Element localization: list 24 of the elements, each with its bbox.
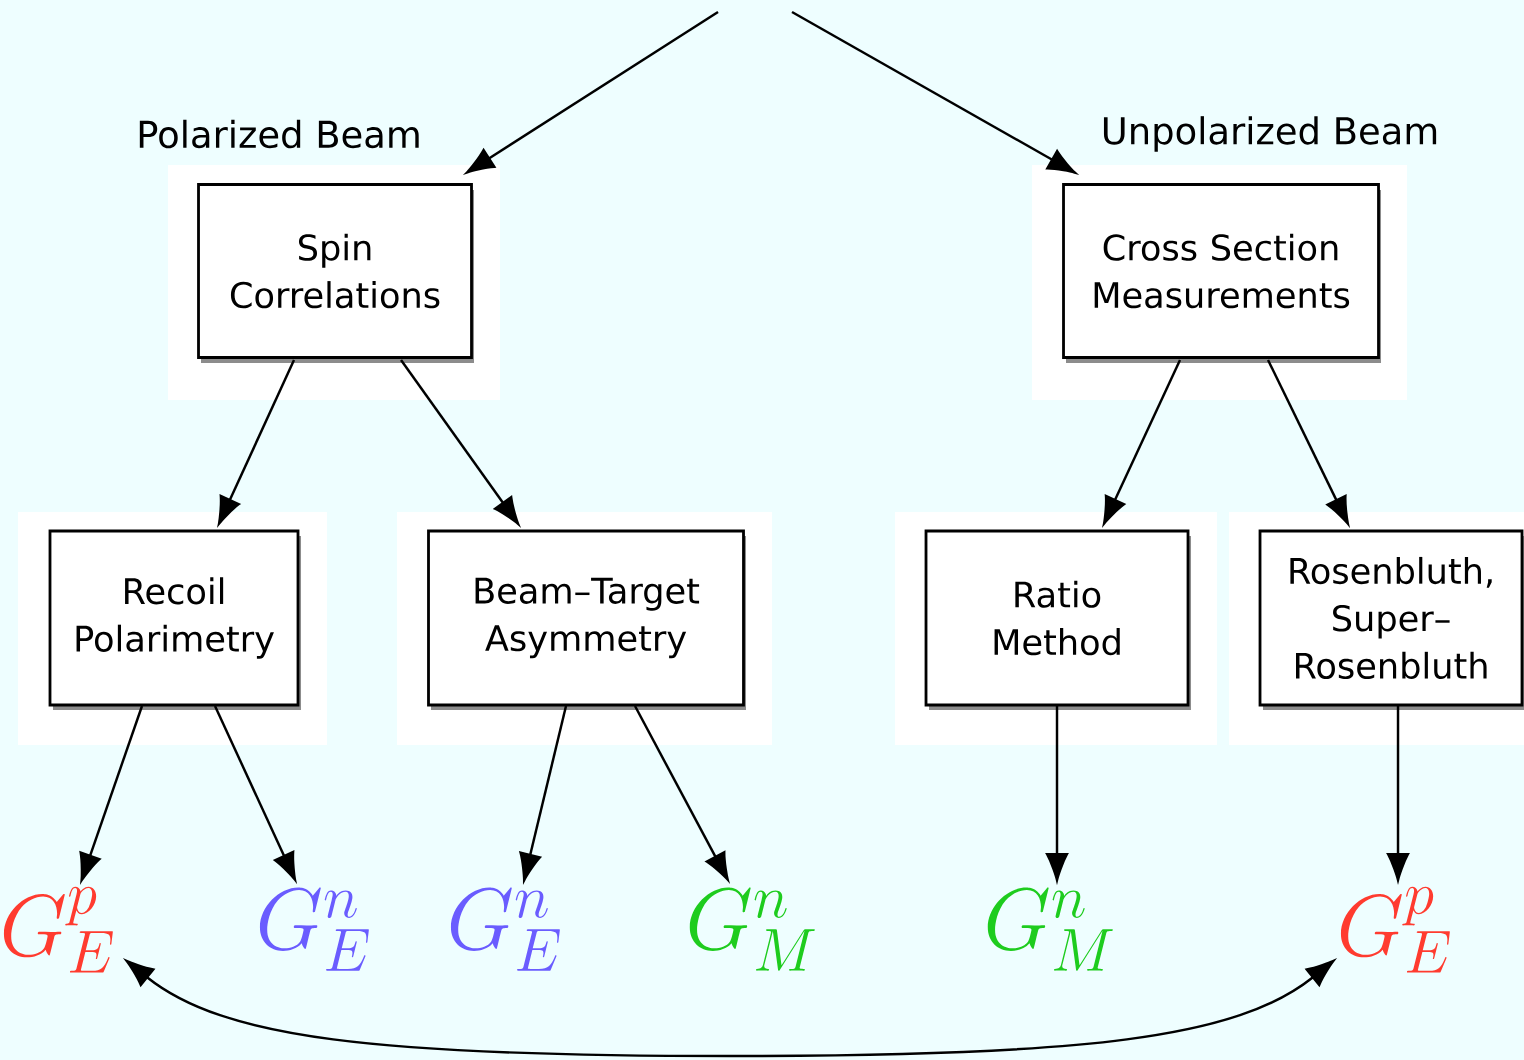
process-box: Cross Section Measurements [1032, 165, 1407, 400]
process-box: Rosenbluth, Super–Rosenbluth [1229, 512, 1524, 745]
arrow [1266, 359, 1349, 525]
formula-label: $G_E^p$ [3, 886, 113, 973]
formula-label: $G_M^n$ [689, 887, 815, 971]
arrow [79, 705, 144, 882]
process-box: Recoil Polarimetry [18, 512, 327, 745]
process-box: Ratio Method [895, 512, 1217, 745]
process-box: Spin Correlations [168, 165, 500, 400]
arrow [1386, 706, 1410, 882]
arrow [1045, 706, 1069, 882]
formula-label: $G_M^n$ [987, 887, 1113, 971]
arrow [400, 359, 520, 526]
arrow [217, 359, 296, 525]
arrow [213, 705, 297, 881]
heading-text: Polarized Beam [139, 119, 419, 149]
arrow [125, 959, 1335, 1058]
arrow [519, 705, 568, 882]
heading-text: Unpolarized Beam [1103, 116, 1437, 152]
formula-label: $G_E^n$ [259, 887, 369, 971]
formula-label: $G_E^n$ [450, 887, 560, 971]
formula-label: $G_E^p$ [1340, 886, 1450, 973]
process-box: Beam–Target Asymmetry [397, 512, 772, 745]
arrow [1102, 359, 1182, 525]
